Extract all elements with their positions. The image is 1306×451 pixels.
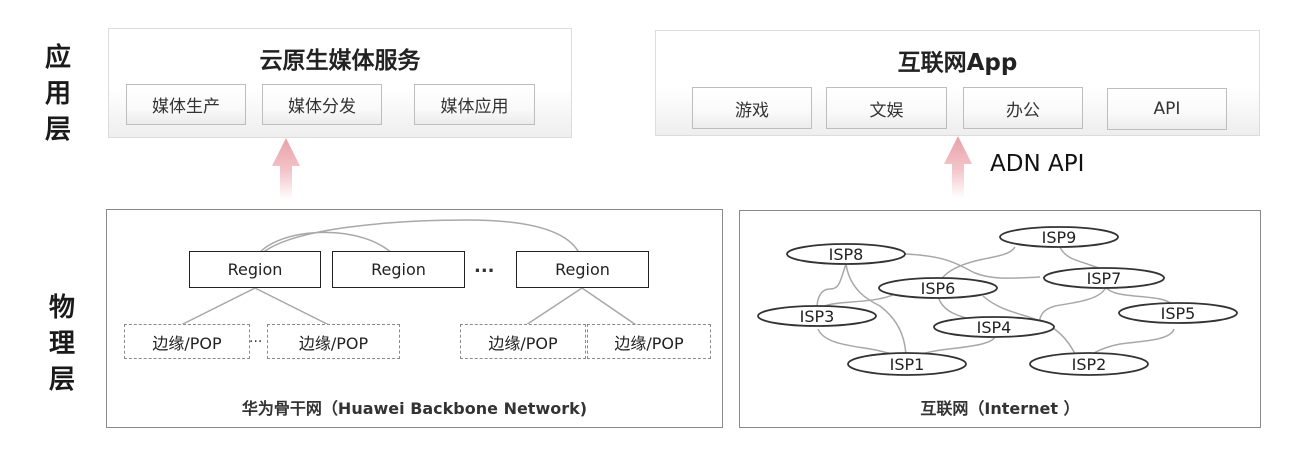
isp3-label: ISP3: [800, 307, 835, 326]
region-ellipsis: ...: [474, 256, 495, 277]
edge-pop-box: 边缘/POP: [587, 324, 711, 359]
isp-link: [816, 263, 847, 315]
media-application-box: 媒体应用: [414, 84, 535, 125]
isp8-label: ISP8: [829, 245, 864, 264]
isp6-node: [878, 277, 998, 299]
isp5-label: ISP5: [1161, 304, 1196, 323]
region-pop-link: [581, 287, 640, 328]
internet-app-panel: 互联网App 游戏 文娱 办公 API: [655, 30, 1260, 136]
edge-pop-box: 边缘/POP: [267, 324, 400, 359]
isp9-label: ISP9: [1042, 228, 1077, 247]
media-distribution-box: 媒体分发: [262, 84, 382, 125]
layer-char: 用: [44, 79, 71, 109]
internet-panel: ISP8 ISP9 ISP7 ISP6 ISP3 ISP4 ISP5 ISP1 …: [739, 210, 1261, 428]
application-layer-label: 应 用 层: [38, 40, 78, 148]
media-production-box: 媒体生产: [126, 84, 246, 125]
isp7-label: ISP7: [1087, 269, 1122, 288]
region-pop-link: [522, 287, 583, 328]
isp-link: [904, 253, 1041, 279]
layer-char: 层: [44, 115, 71, 145]
gaming-box: 游戏: [692, 87, 812, 129]
region-box: Region: [516, 251, 649, 288]
huawei-backbone-panel: Region Region ... Region 边缘/POP ... 边缘/P…: [106, 209, 723, 428]
api-box: API: [1107, 88, 1227, 130]
isp3-node: [757, 305, 877, 327]
isp5-node: [1118, 302, 1238, 324]
isp1-label: ISP1: [890, 355, 925, 374]
layer-char: 理: [48, 329, 75, 359]
isp6-label: ISP6: [921, 279, 956, 298]
layer-char: 应: [44, 43, 71, 73]
isp-link: [845, 263, 907, 360]
layer-char: 层: [48, 365, 75, 395]
isp8-node: [786, 243, 906, 265]
adn-api-label: ADN API: [990, 151, 1085, 177]
isp-link: [1038, 286, 1107, 325]
region-link: [254, 219, 583, 262]
entertainment-box: 文娱: [826, 87, 947, 129]
isp2-label: ISP2: [1072, 355, 1107, 374]
pop-ellipsis: ...: [249, 330, 263, 346]
backbone-links: [176, 219, 640, 328]
isp-network: ISP8 ISP9 ISP7 ISP6 ISP3 ISP4 ISP5 ISP1 …: [757, 226, 1238, 376]
region-pop-link: [254, 287, 334, 328]
isp4-label: ISP4: [977, 318, 1012, 337]
isp7-node: [1043, 267, 1165, 289]
isp4-node: [933, 316, 1055, 338]
cloud-media-services-title: 云原生媒体服务: [259, 48, 421, 74]
cloud-media-services-panel: 云原生媒体服务 媒体生产 媒体分发 媒体应用: [108, 28, 572, 138]
region-box: Region: [332, 251, 465, 288]
region-pop-link: [176, 287, 256, 328]
isp2-node: [1029, 352, 1149, 376]
backbone-caption: 华为骨干网（Huawei Backbone Network): [241, 399, 588, 418]
region-box: Region: [189, 251, 321, 288]
up-arrow-icon: [944, 136, 972, 198]
internet-caption: 互联网（Internet ）: [920, 399, 1080, 418]
edge-pop-box: 边缘/POP: [124, 324, 250, 359]
edge-pop-box: 边缘/POP: [460, 324, 586, 359]
physical-layer-label: 物 理 层: [42, 290, 82, 398]
isp9-node: [999, 226, 1119, 248]
up-arrow-icon: [272, 138, 300, 200]
office-box: 办公: [963, 87, 1083, 129]
internet-app-title: 互联网App: [897, 50, 1018, 76]
layer-char: 物: [48, 293, 75, 323]
isp1-node: [847, 352, 967, 376]
